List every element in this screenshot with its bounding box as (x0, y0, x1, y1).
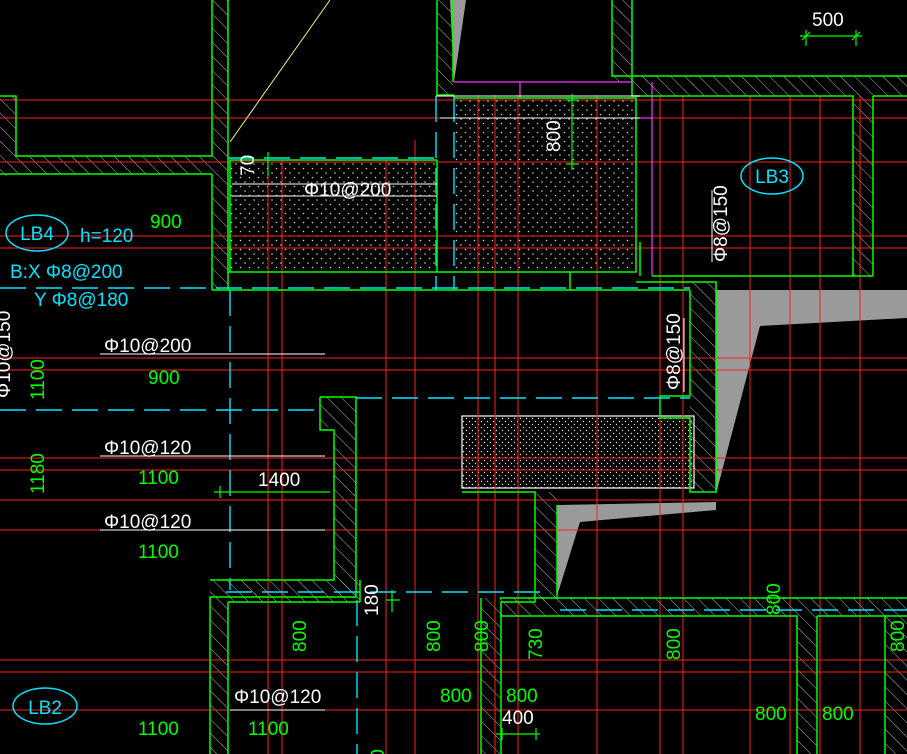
dim-400: 400 (502, 708, 534, 729)
dimension-lines (214, 30, 862, 740)
dim-1100-h1: 1100 (138, 468, 179, 489)
rebar-bottom: Φ10@120 (234, 687, 321, 708)
slab-tag-ellipses (5, 157, 804, 725)
green-dimension-texts: 900 900 1100 1100 1100 1180 800 800 800 … (28, 212, 907, 754)
rebar-left-1: Φ10@200 (104, 336, 191, 357)
rebar-left-2: Φ10@120 (104, 438, 191, 459)
lb4-tag-ellipse (5, 214, 69, 252)
dim-800-b1: 800 (440, 686, 472, 707)
lb3-tag-ellipse (740, 157, 804, 195)
rebar-annotations: Φ10@200 Φ10@200 Φ10@120 Φ10@120 Φ10@120 … (0, 10, 844, 729)
rebar-left-3: Φ10@120 (104, 512, 191, 533)
rebar-vertical-right: Φ8@150 (711, 185, 732, 262)
dotted-slab-regions (230, 98, 695, 489)
dim-800-b3: 800 (755, 704, 787, 725)
dim-800-b4: 800 (822, 704, 854, 725)
grey-slab-fills (450, 0, 907, 596)
lb4-bottom-x-rebar: B:X Φ8@200 (10, 262, 123, 283)
dim-800-v6: 800 (888, 620, 907, 652)
dim-1100-b1: 1100 (138, 719, 179, 740)
rebar-top-slab: Φ10@200 (304, 180, 391, 201)
lb2-tag: LB2 (28, 698, 62, 719)
lb4-bottom-y-rebar: Y Φ8@180 (34, 290, 128, 311)
lb2-tag-ellipse (12, 687, 78, 725)
white-detail-lines (100, 0, 713, 711)
dim-1100-vertical: 1100 (28, 359, 49, 400)
dim-70: 70 (238, 155, 259, 176)
rebar-edge-left: Φ10@150 (0, 311, 15, 398)
slab-labels: LB4 h=120 B:X Φ8@200 Y Φ8@180 LB3 LB2 (10, 167, 789, 719)
dim-1180-vertical: 1180 (28, 453, 49, 494)
lb3-tag: LB3 (755, 167, 789, 188)
dim-500: 500 (812, 10, 844, 31)
dim-800-v4: 800 (664, 628, 685, 660)
dim-180: 180 (362, 584, 383, 616)
dim-800-v2: 800 (424, 620, 445, 652)
dim-900-b: 900 (148, 368, 180, 389)
dim-800-top: 800 (544, 120, 565, 152)
dim-800-v3: 800 (472, 620, 493, 652)
dim-1100-partial: 1100 (368, 749, 389, 754)
dim-900-a: 900 (150, 212, 182, 233)
dim-800-b2: 800 (506, 686, 538, 707)
dim-800-v1: 800 (290, 620, 311, 652)
cyan-dashed-lines (0, 96, 907, 754)
dim-1100-b2: 1100 (248, 719, 289, 740)
dim-1400: 1400 (258, 470, 300, 491)
lb4-tag: LB4 (20, 224, 54, 245)
dim-800-v5: 800 (764, 583, 785, 615)
lb4-thickness: h=120 (80, 226, 133, 247)
rebar-vertical-mid: Φ8@150 (664, 313, 685, 390)
dim-730: 730 (526, 628, 547, 660)
dim-1100-h2: 1100 (138, 542, 179, 563)
